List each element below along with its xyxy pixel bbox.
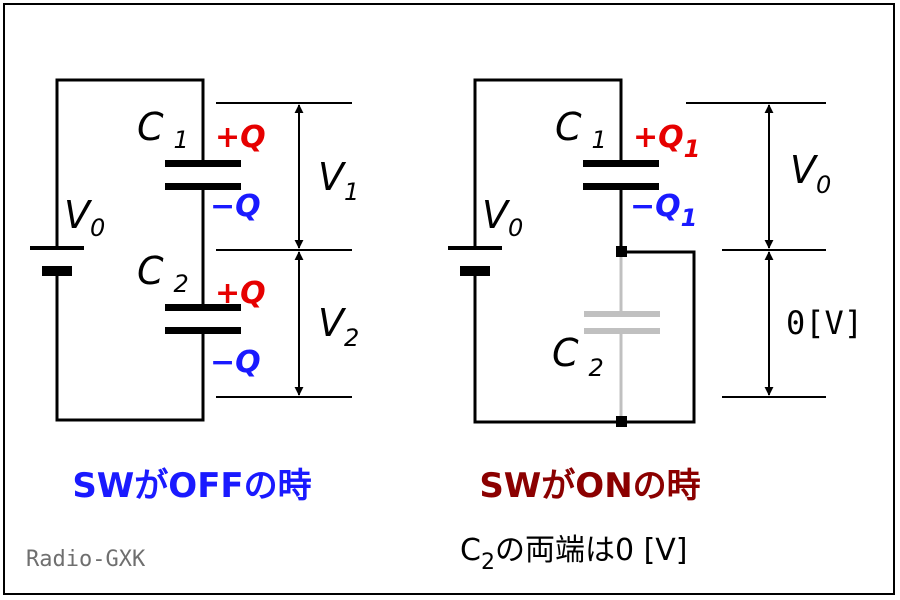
off-c1-top-plate bbox=[165, 160, 241, 167]
on-c1-bottom-plate bbox=[583, 183, 659, 190]
on-v0-label: V0 bbox=[790, 148, 831, 199]
on-c1-bottom-charge: −Q1 bbox=[630, 189, 697, 232]
on-zero-volt-label: 0[V] bbox=[786, 304, 863, 342]
on-c2-bottom-plate bbox=[584, 328, 660, 334]
off-c2-top-charge: +Q bbox=[215, 276, 266, 311]
off-battery-short-plate bbox=[42, 266, 72, 276]
on-source-label: V0 bbox=[482, 193, 523, 242]
on-junction-bottom bbox=[616, 416, 627, 427]
watermark: Radio-GXK bbox=[26, 547, 146, 572]
on-note: C2の両端は0 [V] bbox=[460, 533, 688, 575]
off-c1-bottom-charge: −Q bbox=[210, 189, 261, 224]
off-caption: SWがOFFの時 bbox=[72, 466, 311, 506]
on-caption: SWがONの時 bbox=[479, 466, 700, 506]
on-c2-top-plate bbox=[584, 311, 660, 317]
off-c1-bottom-plate bbox=[165, 183, 241, 190]
off-v1-label: V1 bbox=[318, 155, 359, 206]
off-wire-loop bbox=[55, 78, 205, 248]
off-c2-bottom-plate bbox=[165, 327, 241, 334]
off-c1-top-charge: +Q bbox=[215, 120, 266, 155]
on-short-wire bbox=[621, 250, 696, 424]
off-wire-bottom bbox=[55, 274, 205, 422]
on-c1-top-plate bbox=[583, 160, 659, 167]
off-c2-top-plate bbox=[165, 304, 241, 311]
on-wire-bottom bbox=[473, 274, 621, 424]
on-c1-top-charge: +Q1 bbox=[633, 120, 700, 163]
off-c2-bottom-charge: −Q bbox=[210, 345, 261, 380]
off-v2-label: V2 bbox=[318, 301, 359, 352]
on-wire-loop bbox=[473, 78, 623, 248]
off-source-label: V0 bbox=[64, 193, 105, 242]
on-battery-short-plate bbox=[460, 266, 490, 276]
outer-frame bbox=[3, 3, 895, 595]
on-junction-top bbox=[616, 246, 627, 257]
